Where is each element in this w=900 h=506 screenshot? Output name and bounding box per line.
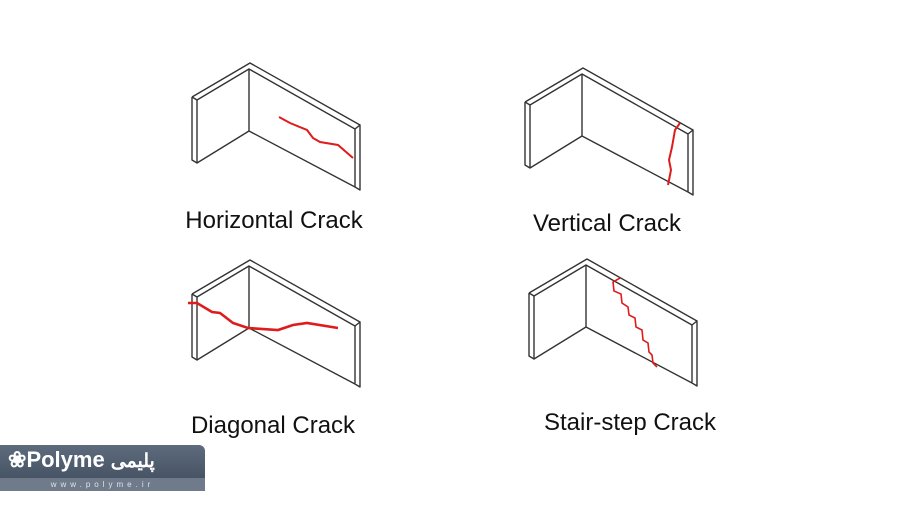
label-vertical-crack: Vertical Crack bbox=[532, 210, 682, 237]
logo-name: Polyme bbox=[26, 447, 105, 472]
logo-icon: ❀ bbox=[8, 447, 27, 472]
horizontal-crack bbox=[278, 116, 354, 159]
stair-step-crack bbox=[612, 277, 658, 368]
diagonal-crack bbox=[188, 301, 339, 332]
label-horizontal-crack: Horizontal Crack bbox=[185, 207, 363, 234]
wall-diagonal bbox=[188, 259, 361, 388]
logo-url: www.polyme.ir bbox=[0, 478, 205, 491]
wall-horizontal bbox=[191, 62, 361, 191]
wall-vertical bbox=[524, 67, 694, 196]
vertical-crack bbox=[667, 122, 681, 186]
wall-stair-step bbox=[528, 258, 698, 387]
logo-persian: پلیمی bbox=[110, 451, 155, 472]
label-diagonal-crack: Diagonal Crack bbox=[190, 412, 356, 439]
label-stair-step-crack: Stair-step Crack bbox=[543, 409, 717, 436]
